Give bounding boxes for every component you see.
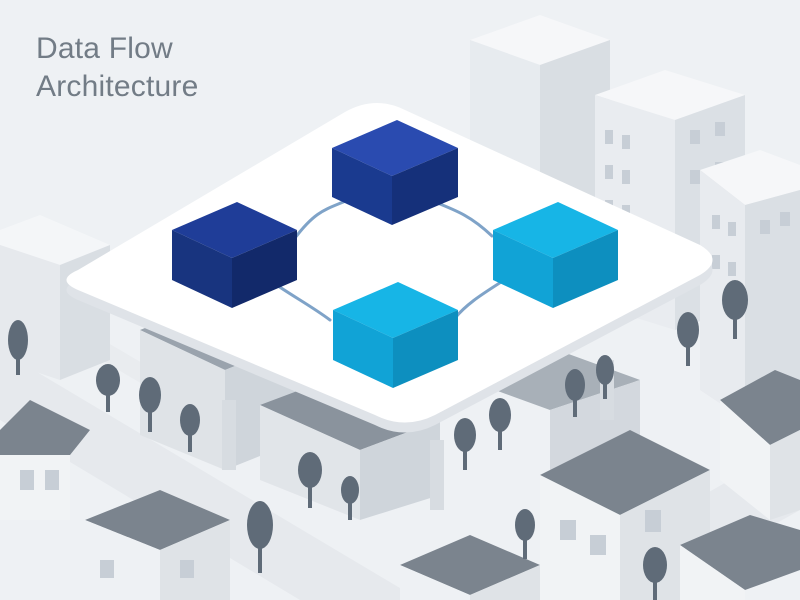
node-bottom[interactable] [333, 282, 458, 388]
title-line-1: Data Flow [36, 32, 173, 65]
tree [341, 476, 359, 520]
diagram-title: Data Flow Architecture [36, 30, 198, 106]
node-right[interactable] [493, 202, 618, 308]
tree [180, 404, 200, 452]
tree [643, 547, 667, 600]
house-right-center [540, 430, 710, 600]
tree [139, 377, 161, 432]
tree [96, 364, 120, 412]
node-top[interactable] [332, 120, 458, 225]
title-line-2: Architecture [36, 70, 199, 103]
tree [565, 369, 585, 417]
node-left[interactable] [172, 202, 297, 308]
tree [247, 501, 273, 573]
tree [8, 320, 28, 375]
trees [8, 280, 748, 600]
house-center-bottom [400, 535, 540, 600]
tree [596, 355, 614, 399]
house-right-bottom [680, 515, 800, 600]
tree [677, 312, 699, 366]
house-left [0, 400, 90, 520]
house-left-bottom [85, 490, 230, 600]
tree [454, 418, 476, 470]
tree [489, 398, 511, 450]
tree [722, 280, 748, 339]
tree [515, 509, 535, 559]
tree [298, 452, 322, 508]
house-right [720, 370, 800, 520]
platform [66, 102, 713, 433]
